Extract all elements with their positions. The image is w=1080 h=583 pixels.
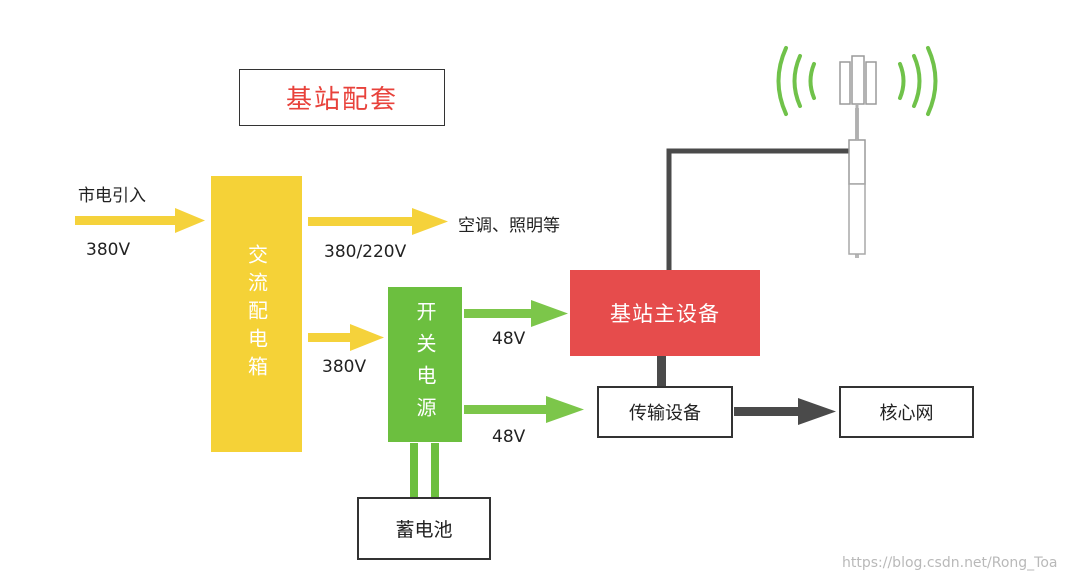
title-box: 基站配套	[239, 69, 445, 126]
core-network-box: 核心网	[839, 386, 974, 438]
aircon-arrow	[308, 208, 448, 235]
bts-transmission-link	[657, 356, 666, 386]
power-to-transmission-arrow	[464, 396, 584, 423]
voltage-380-input-label: 380V	[86, 240, 131, 260]
mains-input-arrow	[75, 208, 205, 233]
signal-waves-icon	[776, 46, 938, 116]
ac-distribution-box: 交流配电箱	[211, 176, 302, 452]
battery-cables	[410, 443, 439, 497]
bts-main-label: 基站主设备	[610, 302, 720, 326]
aircon-lighting-label: 空调、照明等	[458, 216, 560, 236]
mains-input-label: 市电引入	[78, 186, 146, 206]
switch-power-label: 开关电源	[413, 300, 437, 429]
transmission-label: 传输设备	[629, 403, 701, 424]
ac-to-power-arrow	[308, 324, 384, 351]
antenna-feeder-line	[666, 148, 852, 270]
transmission-to-core-arrow	[734, 398, 836, 425]
voltage-380-220-label: 380/220V	[324, 242, 407, 262]
bts-main-box: 基站主设备	[570, 270, 760, 356]
ac-distribution-label: 交流配电箱	[244, 244, 269, 384]
voltage-48-bottom-label: 48V	[492, 427, 526, 447]
title-text: 基站配套	[285, 85, 398, 115]
voltage-380-power-label: 380V	[322, 357, 367, 377]
transmission-box: 传输设备	[597, 386, 733, 438]
voltage-48-top-label: 48V	[492, 329, 526, 349]
watermark: https://blog.csdn.net/Rong_Toa	[842, 555, 1058, 571]
switch-power-box: 开关电源	[388, 287, 462, 442]
battery-label: 蓄电池	[395, 519, 453, 541]
power-to-bts-arrow	[464, 300, 568, 327]
battery-box: 蓄电池	[357, 497, 491, 560]
antenna-tower-icon	[839, 55, 877, 258]
core-network-label: 核心网	[879, 403, 934, 424]
